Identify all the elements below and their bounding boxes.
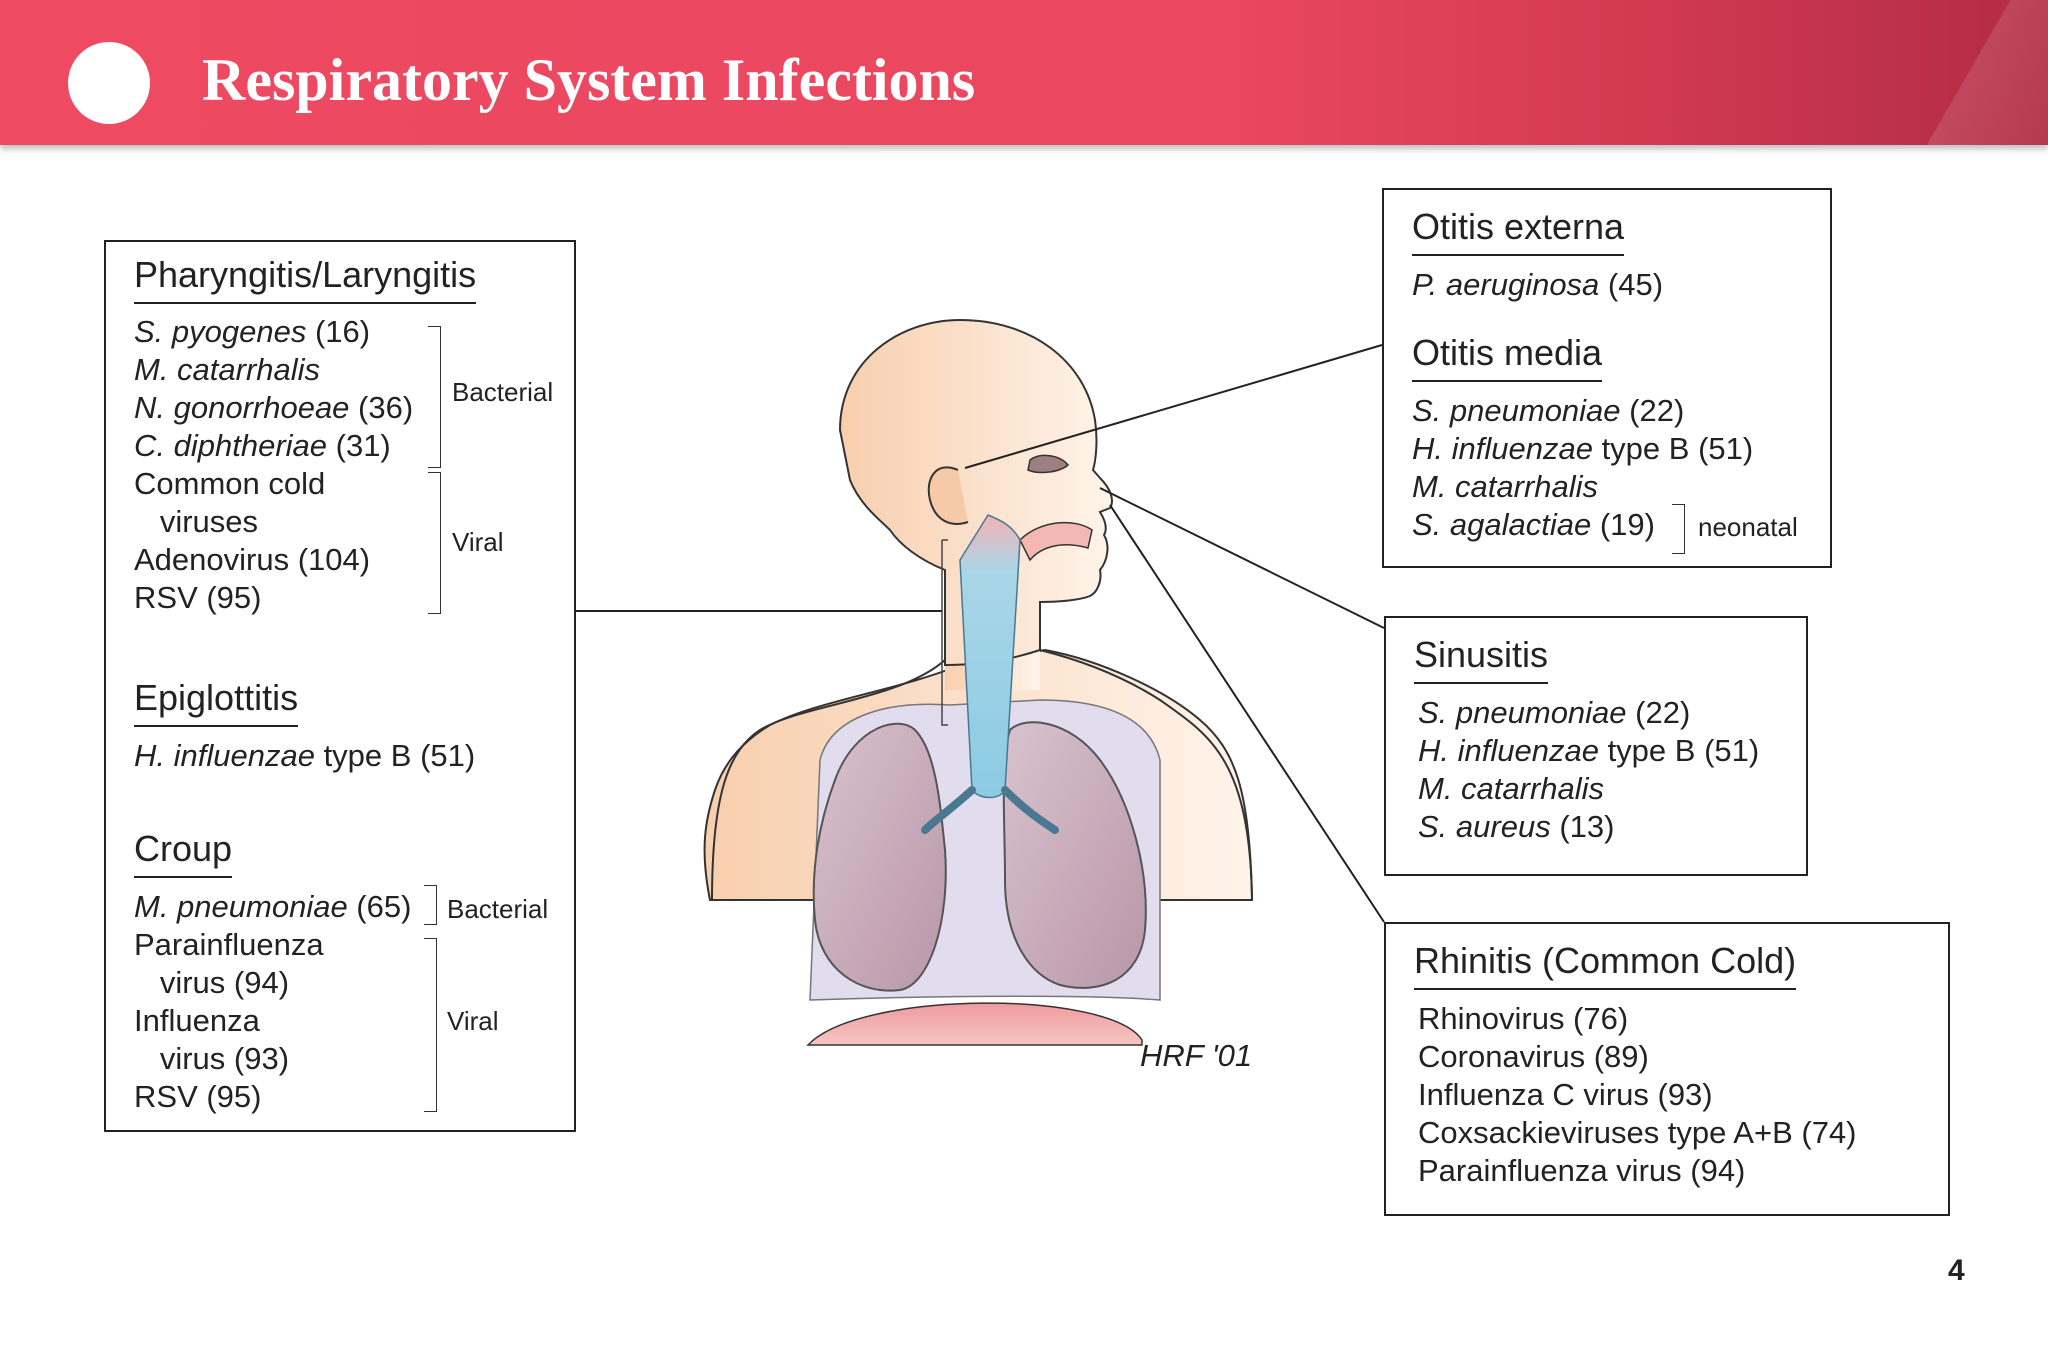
list-item: RSV (95) bbox=[134, 1079, 262, 1114]
viral-tag: Viral bbox=[452, 527, 504, 557]
list-item: H. influenzae type B (51) bbox=[1418, 733, 1760, 768]
left-infections-box bbox=[104, 240, 576, 1132]
list-item: S. pneumoniae (22) bbox=[1418, 695, 1691, 730]
otitis-media-heading: Otitis media bbox=[1412, 332, 1603, 382]
list-item: Coxsackieviruses type A+B (74) bbox=[1418, 1115, 1857, 1150]
bacterial-bracket bbox=[428, 326, 441, 468]
list-item: Adenovirus (104) bbox=[134, 542, 371, 577]
page-number: 4 bbox=[1948, 1254, 1965, 1287]
list-item: virus (94) bbox=[134, 965, 290, 1000]
list-item: Parainfluenza bbox=[134, 927, 324, 962]
head-shape bbox=[838, 318, 1113, 667]
croup-viral-bracket bbox=[424, 938, 437, 1112]
connector-rhinitis bbox=[1109, 504, 1385, 923]
list-item: Influenza bbox=[134, 1003, 260, 1038]
diaphragm bbox=[806, 1002, 1143, 1046]
bacterial-tag: Bacterial bbox=[452, 377, 554, 407]
left-lung bbox=[812, 722, 947, 992]
connector-sinusitis bbox=[1099, 487, 1385, 629]
sinusitis-box bbox=[1384, 616, 1808, 876]
list-item: M. catarrhalis bbox=[1418, 771, 1605, 806]
list-item: M. catarrhalis bbox=[134, 352, 321, 387]
croup-bacterial-bracket bbox=[424, 885, 437, 925]
sinusitis-heading: Sinusitis bbox=[1414, 634, 1549, 684]
epiglottitis-line: H. influenzae type B (51) bbox=[134, 738, 476, 773]
header-bar: Respiratory System Infections bbox=[0, 0, 2048, 145]
otitis-box bbox=[1382, 188, 1832, 568]
otitis-externa-heading: Otitis externa bbox=[1412, 206, 1625, 256]
list-item: Coronavirus (89) bbox=[1418, 1039, 1649, 1074]
list-item: Parainfluenza virus (94) bbox=[1418, 1153, 1746, 1188]
list-item: S. agalactiae (19) bbox=[1412, 507, 1655, 542]
list-item: Rhinovirus (76) bbox=[1418, 1001, 1629, 1036]
list-item: N. gonorrhoeae (36) bbox=[134, 390, 414, 425]
list-item: S. pneumoniae (22) bbox=[1412, 393, 1685, 428]
croup-viral-tag: Viral bbox=[447, 1006, 499, 1036]
rhinitis-heading: Rhinitis (Common Cold) bbox=[1414, 940, 1797, 990]
sinus-shape bbox=[1027, 454, 1070, 474]
list-item: viruses bbox=[134, 504, 259, 539]
list-item: S. aureus (13) bbox=[1418, 809, 1615, 844]
viral-bracket bbox=[428, 472, 441, 614]
list-item: S. pyogenes (16) bbox=[134, 314, 371, 349]
bronchi bbox=[921, 786, 1059, 834]
rhinitis-box bbox=[1384, 922, 1950, 1216]
epiglottitis-heading: Epiglottitis bbox=[134, 677, 299, 727]
pharyngitis-heading: Pharyngitis/Laryngitis bbox=[134, 254, 477, 304]
list-item: Influenza C virus (93) bbox=[1418, 1077, 1713, 1112]
neonatal-bracket bbox=[1672, 504, 1685, 554]
list-item: H. influenzae type B (51) bbox=[1412, 431, 1754, 466]
croup-heading: Croup bbox=[134, 828, 233, 878]
list-item: C. diphtheriae (31) bbox=[134, 428, 391, 463]
otitis-externa-line: P. aeruginosa (45) bbox=[1412, 267, 1664, 302]
header-corner-accent bbox=[1928, 0, 2048, 145]
list-item: RSV (95) bbox=[134, 580, 262, 615]
list-item: M. pneumoniae (65) bbox=[134, 889, 412, 924]
neonatal-tag: neonatal bbox=[1698, 512, 1798, 542]
list-item: virus (93) bbox=[134, 1041, 290, 1076]
croup-bacterial-tag: Bacterial bbox=[447, 894, 549, 924]
right-lung bbox=[1002, 721, 1147, 989]
list-item: Common cold bbox=[134, 466, 326, 501]
oral-cavity bbox=[1019, 521, 1093, 562]
list-item: M. catarrhalis bbox=[1412, 469, 1599, 504]
ear-shape bbox=[927, 466, 969, 525]
artist-credit: HRF '01 bbox=[1140, 1038, 1253, 1073]
header-circle-icon bbox=[68, 42, 150, 124]
page-title: Respiratory System Infections bbox=[202, 47, 976, 113]
connector-otitis bbox=[964, 344, 1383, 469]
